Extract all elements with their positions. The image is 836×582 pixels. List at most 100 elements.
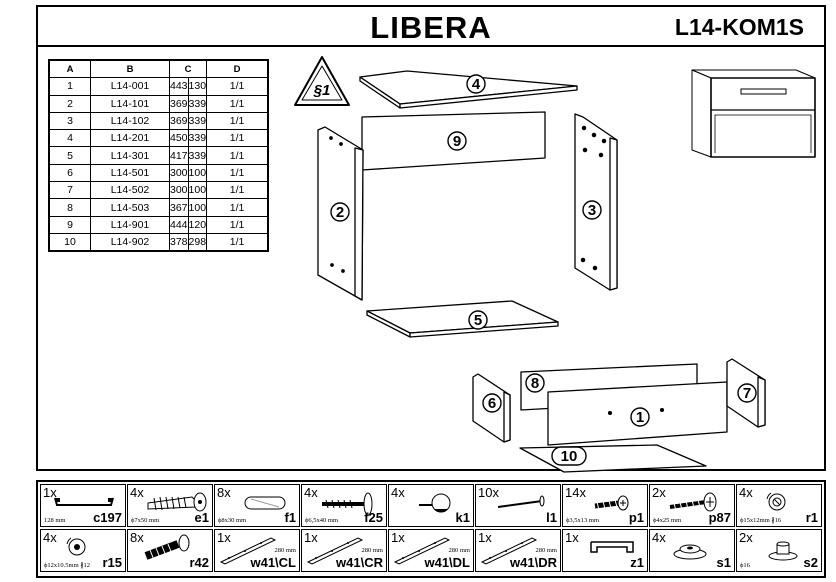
hardware-quantity: 4x [304, 485, 318, 500]
hardware-code: l1 [546, 510, 557, 525]
table-header-row: A B C D [48, 59, 269, 79]
cell-quantity: 1/1 [206, 232, 269, 252]
hardware-quantity: 4x [391, 485, 405, 500]
hardware-dimension: 280 mm [274, 547, 297, 554]
hardware-code: f1 [284, 510, 296, 525]
hardware-dimension: ϕ7x50 mm [131, 517, 160, 524]
cell-width: 339 [187, 146, 208, 165]
screw-icon [669, 492, 717, 512]
hardware-code: s2 [803, 555, 818, 570]
cam-lock-icon [766, 492, 786, 511]
hardware-quantity: 1x [565, 530, 579, 545]
cell-quantity: 1/1 [206, 111, 269, 131]
short-screw-icon [594, 495, 629, 511]
hardware-dimension: ϕ4x25 mm [653, 517, 682, 524]
hardware-dimension: ϕ8x30 mm [218, 517, 247, 524]
hardware-code: p87 [708, 510, 731, 525]
assembled-cabinet-preview [691, 69, 816, 158]
drawer-runner-icon [219, 537, 277, 565]
hardware-dimension: ϕ16 [740, 562, 750, 569]
connector-bolt-icon [322, 492, 373, 516]
part-label-10: 10 [551, 446, 587, 466]
svg-text:10: 10 [561, 448, 578, 465]
notice-label: §1 [313, 82, 331, 99]
part-label-1: 1 [630, 407, 650, 427]
drawer-runner-icon [393, 537, 451, 565]
part-label-3: 3 [582, 200, 602, 220]
svg-text:8: 8 [531, 375, 539, 392]
hardware-dimension: 280 mm [448, 547, 471, 554]
svg-text:4: 4 [472, 76, 481, 93]
part-5-bottom-panel [366, 300, 559, 338]
handle-icon [54, 497, 114, 506]
hardware-item-f1: 8x ϕ8x30 mm f1 [214, 484, 300, 527]
hardware-code: s1 [716, 555, 731, 570]
hardware-quantity: 2x [739, 530, 753, 545]
part-label-2: 2 [330, 202, 350, 222]
hardware-quantity: 1x [304, 530, 318, 545]
hardware-dimension: ϕ15x12mm ∦16 [740, 517, 782, 524]
part-label-4: 4 [466, 74, 486, 94]
hardware-item-l1: 10x l1 [475, 484, 561, 527]
cell-number: 10 [48, 232, 91, 252]
hardware-quantity: 2x [652, 485, 666, 500]
hardware-code: c197 [93, 510, 122, 525]
cell-quantity: 1/1 [206, 215, 269, 234]
hardware-item-s2: 2x ϕ16 s2 [736, 529, 822, 572]
cell-width: 298 [187, 232, 208, 252]
part-label-5: 5 [468, 310, 488, 330]
small-cam-icon [66, 537, 86, 556]
cell-quantity: 1/1 [206, 77, 269, 96]
part-label-7: 7 [737, 383, 757, 403]
hardware-item-z1: 1x z1 [562, 529, 648, 572]
hardware-code: r1 [805, 510, 818, 525]
hardware-quantity: 4x [43, 530, 57, 545]
hardware-dimension: ϕ12x10.5mm ∦12 [44, 562, 91, 569]
cell-length: 300 [169, 181, 189, 200]
cell-length: 378 [169, 232, 189, 252]
hardware-quantity: 4x [652, 530, 666, 545]
part-label-8: 8 [525, 373, 545, 393]
hardware-code: z1 [630, 555, 644, 570]
page-title: LIBERA [370, 10, 492, 45]
cell-length: 450 [169, 129, 189, 148]
cell-part-code: L14-503 [90, 198, 170, 217]
hardware-item-r1: 4x ϕ15x12mm ∦16 r1 [736, 484, 822, 527]
glide-nail-icon [419, 493, 451, 513]
hardware-quantity: 4x [130, 485, 144, 500]
cell-width: 100 [187, 198, 208, 217]
cell-width: 130 [187, 77, 208, 96]
hardware-quantity: 14x [565, 485, 586, 500]
hardware-quantity: 4x [739, 485, 753, 500]
part-label-6: 6 [482, 393, 502, 413]
cell-quantity: 1/1 [206, 146, 269, 165]
drawer-runner-icon [480, 537, 538, 565]
cam-bolt-icon [144, 534, 190, 561]
hardware-quantity: 8x [217, 485, 231, 500]
hardware-quantity: 10x [478, 485, 499, 500]
hardware-code: w41\DL [424, 555, 470, 570]
cell-part-code: L14-101 [90, 94, 170, 113]
column-header-d: D [206, 59, 269, 79]
hardware-quantity: 1x [217, 530, 231, 545]
